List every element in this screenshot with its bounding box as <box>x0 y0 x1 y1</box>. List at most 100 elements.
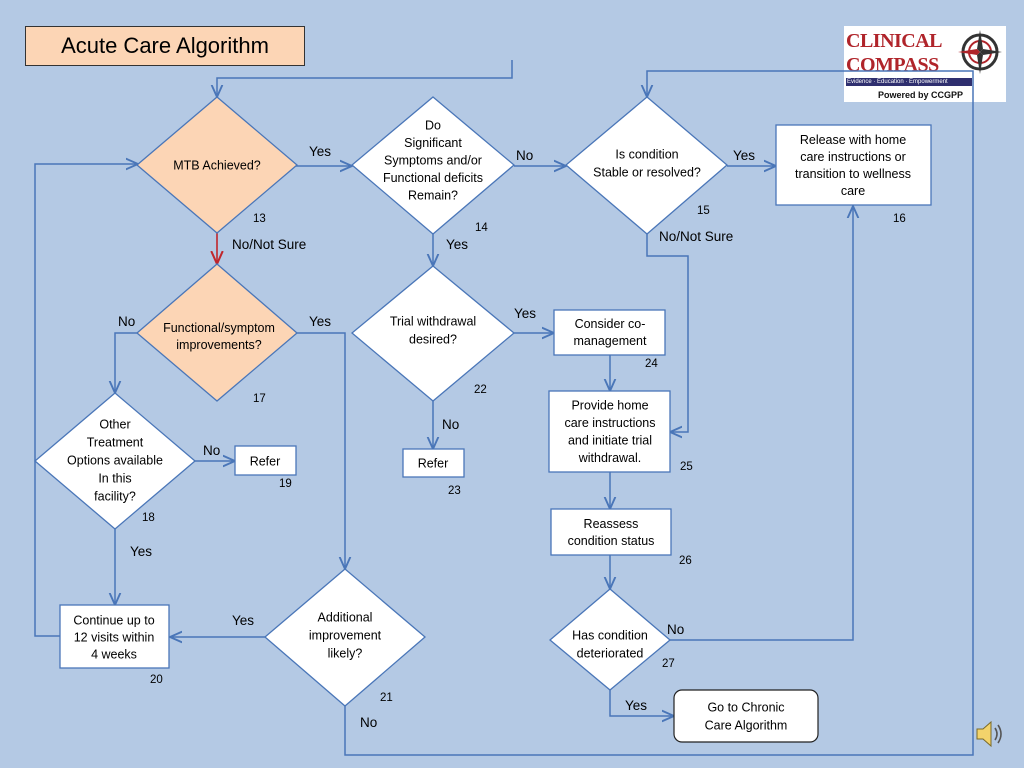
n21-label-line: improvement <box>309 629 382 643</box>
edge-label-e27_no: No <box>667 622 684 637</box>
n19-label-line: Refer <box>250 455 281 469</box>
edge-label-e14_no: No <box>516 148 533 163</box>
n16-label: Release with home care instructions or tra… <box>795 133 911 198</box>
n25-label-line: withdrawal. <box>578 451 642 465</box>
n25-label-line: and initiate trial <box>568 433 652 447</box>
n16-label-line: care instructions or <box>800 150 906 164</box>
edge-label-e17_yes: Yes <box>309 314 331 329</box>
n16-label-line: care <box>841 184 865 198</box>
n20-step-number: 20 <box>150 674 163 686</box>
edge-17-21 <box>297 332 345 569</box>
n13-label: MTB Achieved? <box>173 159 261 173</box>
edge-15-25 <box>646 234 689 432</box>
box-chronic-care <box>673 689 819 743</box>
n21-label-line: likely? <box>328 647 363 661</box>
edge-label-e21_yes: Yes <box>232 613 254 628</box>
edge-21-return <box>344 70 974 756</box>
edge-label-e13_yes: Yes <box>309 144 331 159</box>
page-title: Acute Care Algorithm <box>25 26 305 66</box>
decision-condition-stable <box>564 96 728 235</box>
compass-icon <box>958 30 1002 74</box>
edge-label-e22_no: No <box>442 417 459 432</box>
edge-27-chronic <box>609 690 674 716</box>
n14-label-line: Symptoms and/or <box>384 154 482 168</box>
box-continue-visits <box>59 604 170 669</box>
n16-step-number: 16 <box>893 213 906 225</box>
edge-27-16 <box>670 206 853 641</box>
edge-label-e18_yes: Yes <box>130 544 152 559</box>
box-consider-comanagement <box>553 309 666 356</box>
n14-label-line: Do <box>425 119 441 133</box>
n25-label-line: Provide home <box>571 398 648 412</box>
n13-step-number: 13 <box>253 213 266 225</box>
box-provide-home-care <box>548 390 671 473</box>
n20-label-line: Continue up to <box>73 614 154 628</box>
chronic-label-line: Care Algorithm <box>705 719 788 733</box>
n26-label: Reassess condition status <box>568 517 655 548</box>
n18-label-line: facility? <box>94 490 136 504</box>
speaker-icon[interactable] <box>976 720 1002 748</box>
edge-17-18 <box>115 332 140 393</box>
n26-label-line: Reassess <box>584 517 639 531</box>
n14-label-line: Functional deficits <box>383 171 483 185</box>
n23-label: Refer <box>418 457 449 471</box>
n24-label-line: management <box>574 334 647 348</box>
edge-label-e14_yes: Yes <box>446 237 468 252</box>
n18-step-number: 18 <box>142 512 155 524</box>
n15-step-number: 15 <box>697 205 710 217</box>
n14-label-line: Significant <box>404 136 462 150</box>
n22-label-line: Trial withdrawal <box>390 315 476 329</box>
edge-label-e21_no: No <box>360 715 377 730</box>
n21-label-line: Additional <box>318 611 373 625</box>
n24-label-line: Consider co- <box>575 317 646 331</box>
box-refer-19 <box>234 445 297 476</box>
n27-step-number: 27 <box>662 658 675 670</box>
edge-label-e18_no: No <box>203 443 220 458</box>
n16-label-line: Release with home <box>800 133 906 147</box>
n26-label-line: condition status <box>568 534 655 548</box>
decision-additional-improvement <box>264 568 426 707</box>
n24-label: Consider co-management <box>574 317 647 348</box>
n25-step-number: 25 <box>680 461 693 473</box>
edge-label-e17_no: No <box>118 314 135 329</box>
box-release-home-care <box>775 124 932 206</box>
edge-label-e22_yes: Yes <box>514 306 536 321</box>
n15-label-line: Is condition <box>615 148 678 162</box>
decision-trial-withdrawal <box>350 265 516 402</box>
n13-label-line: MTB Achieved? <box>173 159 261 173</box>
n25-label-line: care instructions <box>564 416 655 430</box>
edge-label-e15_no: No/Not Sure <box>659 229 733 244</box>
logo-powered-by: Powered by CCGPP <box>878 90 964 100</box>
connectors <box>34 60 974 756</box>
n17-step-number: 17 <box>253 393 266 405</box>
decision-functional-improvements <box>136 263 298 402</box>
edge-entry-13 <box>217 60 513 97</box>
n23-step-number: 23 <box>448 485 461 497</box>
edge-20-13 <box>34 164 138 637</box>
edge-label-e27_yes: Yes <box>625 698 647 713</box>
edge-label-e15_yes: Yes <box>733 148 755 163</box>
decision-condition-deteriorated <box>548 588 672 691</box>
n19-step-number: 19 <box>279 478 292 490</box>
n19-label: Refer <box>250 455 281 469</box>
n16-label-line: transition to wellness <box>795 167 911 181</box>
n27-label-line: deteriorated <box>577 647 644 661</box>
n15-label-line: Stable or resolved? <box>593 166 701 180</box>
n14-step-number: 14 <box>475 222 488 234</box>
chronic-label-line: Go to Chronic <box>707 701 784 715</box>
decision-mtb-achieved <box>135 96 299 234</box>
n18-label-line: Other <box>99 418 130 432</box>
logo-tagline: Evidence · Education · Empowerment <box>846 78 972 86</box>
n18-label-line: Treatment <box>87 436 144 450</box>
n21-step-number: 21 <box>380 692 393 704</box>
n20-label-line: 12 visits within <box>74 631 155 645</box>
